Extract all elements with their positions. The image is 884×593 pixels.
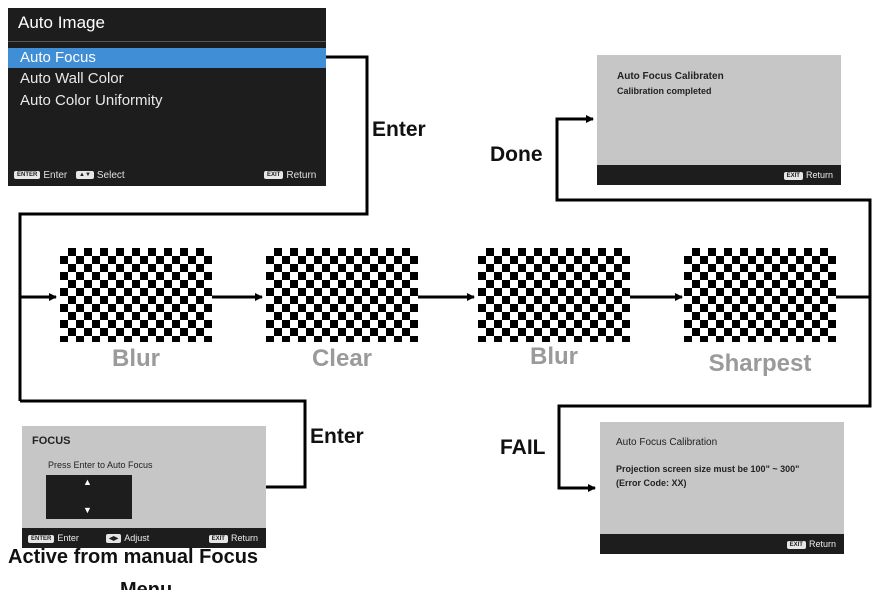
enter-hint: Enter	[57, 533, 79, 543]
return-hint[interactable]: Return	[805, 170, 833, 180]
return-hint: Return	[286, 170, 317, 181]
arrow-down-icon[interactable]: ▼	[83, 505, 92, 515]
return-hint[interactable]: Return	[808, 539, 836, 549]
focus-dialog: FOCUS Press Enter to Auto Focus ▲ ▼ ENTE…	[22, 426, 266, 548]
menu-item-auto-color-uniformity[interactable]: Auto Color Uniformity	[20, 92, 163, 109]
success-dialog-message: Calibration completed	[617, 86, 712, 96]
return-hint: Return	[230, 533, 258, 543]
menu-to-flow-connector	[18, 55, 369, 401]
adjust-hint: Adjust	[124, 533, 150, 543]
caption-line-2: Menu	[120, 579, 173, 590]
fail-dialog-message: Projection screen size must be 100" ~ 30…	[616, 464, 800, 474]
checkerboard-clear	[266, 248, 418, 342]
enter-hint: Enter	[43, 170, 68, 181]
exit-key-icon: EXIT	[208, 534, 228, 543]
select-hint: Select	[96, 170, 125, 181]
enter-label-top: Enter	[372, 118, 426, 141]
fail-connector	[557, 297, 872, 492]
enter-key-icon: ENTER	[28, 534, 55, 543]
exit-key-icon: EXIT	[783, 171, 803, 180]
up-down-key-icon: ▲▼	[76, 171, 94, 180]
caption-line-1: Active from manual Focus	[8, 546, 259, 568]
focus-dialog-to-flow-connector	[20, 399, 307, 489]
stage-label-blur-2: Blur	[530, 343, 578, 370]
focus-adjust-box[interactable]: ▲ ▼	[46, 475, 132, 519]
checkerboard-sharpest	[684, 248, 836, 342]
checkerboard-blur-2	[478, 248, 630, 342]
focus-dialog-title: FOCUS	[32, 435, 71, 447]
caption-line-2-clip: Menu	[120, 570, 210, 590]
done-connector	[555, 115, 872, 297]
stage-label-sharpest: Sharpest	[708, 350, 812, 377]
left-right-key-icon: ◀▶	[106, 534, 122, 544]
menu-title: Auto Image	[18, 13, 105, 32]
exit-key-icon: EXIT	[264, 171, 284, 180]
success-dialog-title: Auto Focus Calibraten	[617, 71, 724, 82]
exit-key-icon: EXIT	[786, 540, 806, 549]
fail-label: FAIL	[500, 436, 546, 459]
menu-item-auto-focus[interactable]: Auto Focus	[8, 48, 326, 68]
fail-dialog-error-code: (Error Code: XX)	[616, 478, 687, 488]
calibration-fail-dialog: Auto Focus Calibration Projection screen…	[600, 422, 844, 554]
arrow-up-icon[interactable]: ▲	[83, 477, 92, 487]
stage-label-blur-1: Blur	[112, 345, 160, 372]
auto-image-menu: Auto Image Auto Focus Auto Wall Color Au…	[8, 8, 326, 186]
enter-key-icon: ENTER	[14, 171, 41, 180]
checkerboard-blur-1	[60, 248, 212, 342]
enter-label-bottom: Enter	[310, 425, 364, 448]
focus-dialog-instruction: Press Enter to Auto Focus	[48, 460, 153, 470]
stage-label-clear: Clear	[311, 345, 373, 372]
fail-dialog-title: Auto Focus Calibration	[616, 437, 718, 448]
menu-item-auto-wall-color[interactable]: Auto Wall Color	[20, 70, 124, 87]
done-label: Done	[490, 143, 543, 166]
calibration-success-dialog: Auto Focus Calibraten Calibration comple…	[597, 55, 841, 185]
menu-divider	[8, 41, 326, 42]
